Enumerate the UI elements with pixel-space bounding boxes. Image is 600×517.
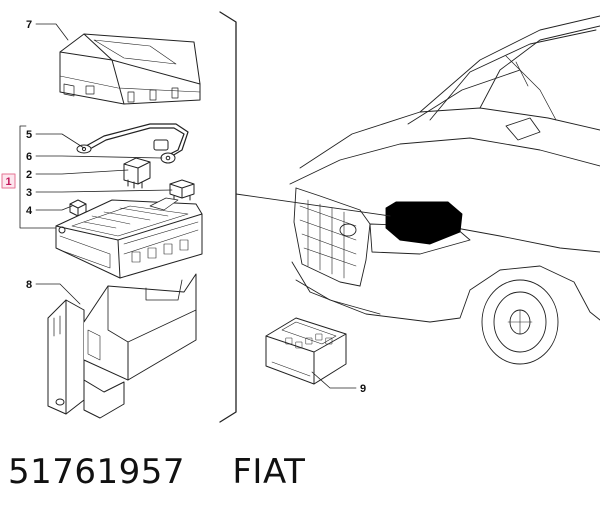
parts-diagram: 1 2 3 4 5 6 7 8 9 bbox=[1, 11, 600, 423]
callout-2: 2 bbox=[26, 169, 32, 181]
caption: 51761957 FIAT bbox=[8, 452, 305, 500]
divider-line bbox=[219, 11, 237, 423]
callout-leaders bbox=[19, 23, 357, 389]
callout-6: 6 bbox=[26, 151, 32, 163]
part-7-cover-lid bbox=[59, 33, 201, 105]
brand-name: FIAT bbox=[232, 452, 306, 492]
vehicle-fuse-box-highlight bbox=[385, 201, 463, 245]
callout-8: 8 bbox=[26, 279, 32, 291]
callout-5: 5 bbox=[26, 129, 32, 141]
part-3-fuse bbox=[169, 179, 195, 203]
callout-1: 1 bbox=[6, 176, 12, 188]
callout-9: 9 bbox=[360, 383, 366, 395]
callout-7: 7 bbox=[26, 19, 32, 31]
vehicle-front-sketch bbox=[289, 15, 600, 365]
part-8-bracket bbox=[47, 273, 197, 419]
callout-3: 3 bbox=[26, 187, 32, 199]
part-number: 51761957 bbox=[8, 452, 186, 492]
callout-4: 4 bbox=[26, 205, 33, 217]
callout-1-box bbox=[1, 173, 16, 189]
part-1-fuse-box bbox=[55, 197, 203, 279]
location-leader-line bbox=[235, 193, 391, 217]
part-9-connector bbox=[265, 317, 347, 385]
part-2-relay bbox=[123, 157, 151, 189]
